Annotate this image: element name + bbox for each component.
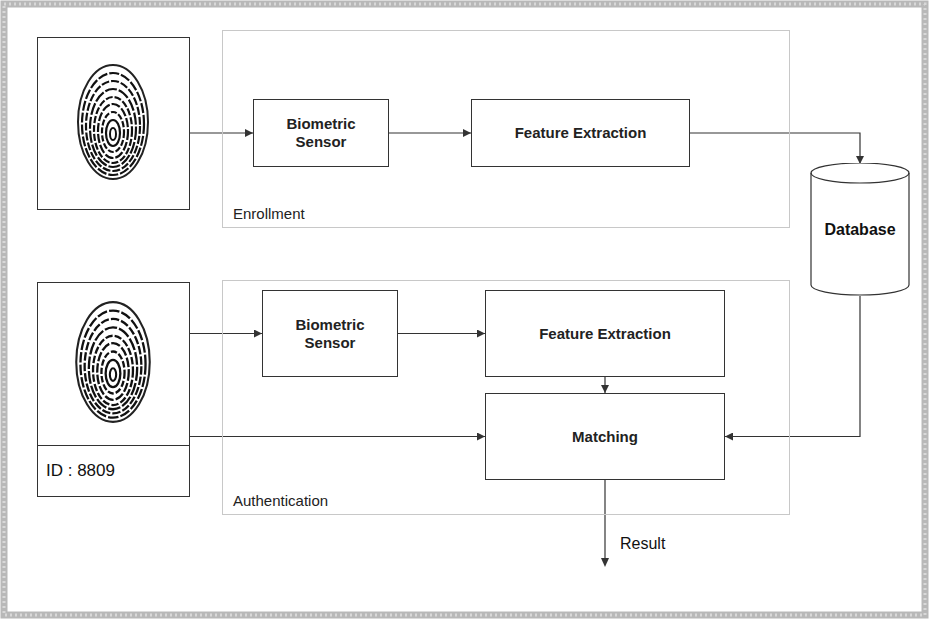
fingerprint-panel: ID : 8809	[37, 282, 190, 497]
flow-arrow	[190, 333, 262, 334]
flow-arrow	[604, 377, 605, 393]
node-text: Feature Extraction	[539, 325, 671, 343]
output-label-text: Result	[620, 535, 665, 552]
flow-arrow	[190, 436, 485, 437]
region-label: Authentication	[233, 492, 328, 509]
process-box: Feature Extraction	[485, 290, 725, 377]
database-rim	[811, 173, 909, 183]
stage-region: Biometric Sensor Feature ExtractionMatchi…	[222, 280, 790, 515]
node-text: ID : 8809	[46, 461, 115, 481]
flow-arrow	[398, 333, 485, 334]
stage-region: Biometric Sensor Feature ExtractionEnroll…	[222, 30, 790, 228]
outer-frame	[4, 4, 925, 615]
process-box: Biometric Sensor	[253, 99, 389, 167]
output-label: Result	[620, 535, 665, 553]
node-text: Biometric Sensor	[262, 115, 380, 151]
node-text: Database	[824, 221, 895, 239]
flow-arrow	[725, 296, 860, 437]
process-box: Biometric Sensor	[262, 290, 398, 377]
result-line	[604, 480, 605, 560]
node-text: Matching	[572, 428, 638, 446]
region-label: Enrollment	[233, 205, 305, 222]
process-box: Feature Extraction	[471, 99, 690, 167]
fingerprint-image	[78, 65, 148, 179]
id-field: ID : 8809	[37, 445, 190, 497]
database-cylinder: Database	[810, 163, 910, 296]
node-text: Feature Extraction	[515, 124, 647, 142]
flow-arrow	[389, 132, 471, 133]
flow-arrow	[690, 133, 860, 164]
result-arrowhead	[601, 558, 609, 567]
database-body	[811, 163, 909, 295]
fingerprint-image	[76, 302, 150, 422]
outer-frame-texture	[4, 4, 925, 615]
fingerprint-panel	[37, 37, 190, 210]
node-text: Biometric Sensor	[271, 316, 389, 352]
process-box: Matching	[485, 393, 725, 480]
